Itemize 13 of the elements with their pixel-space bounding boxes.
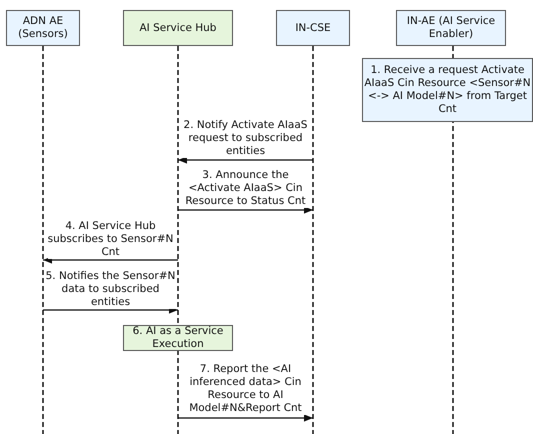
message-arrow: [178, 414, 313, 422]
message-arrow: [178, 206, 313, 214]
message-arrow: [178, 156, 313, 164]
step-box: 1. Receive a request Activate AIaaS Cin Resource <Sensor#N <-> AI Model#N> from Target Cnt: [362, 58, 533, 122]
participant-box: IN-CSE: [276, 10, 350, 46]
participant-box: ADN AE (Sensors): [6, 10, 80, 46]
message-arrow: [43, 306, 178, 314]
edge-label: 4. AI Service Hub subscribes to Sensor#N Cnt: [48, 220, 174, 259]
message-arrow: [43, 256, 178, 264]
participant-box: AI Service Hub: [123, 10, 233, 46]
edge-label: 5. Notifies the Sensor#N data to subscribed entities: [46, 270, 176, 309]
participant-box: IN-AE (AI Service Enabler): [396, 10, 506, 46]
edge-label: 2. Notify Activate AIaaS request to subscribed entities: [182, 119, 308, 158]
